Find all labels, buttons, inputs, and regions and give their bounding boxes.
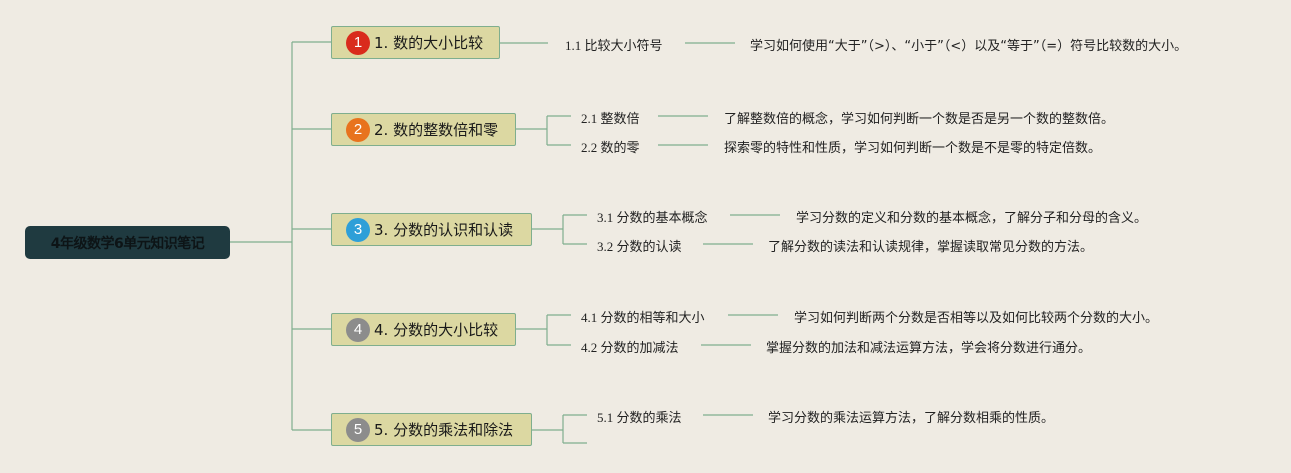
branch-label: 1. 数的大小比较 [374,34,484,52]
branch-topic-4[interactable]: 4 4. 分数的大小比较 [331,313,516,346]
root-topic[interactable]: 4年级数学6单元知识笔记 [25,226,230,259]
description-2-1[interactable]: 了解整数倍的概念，学习如何判断一个数是否是另一个数的整数倍。 [724,112,1115,127]
number-badge-icon: 1 [346,30,370,55]
fork-3 [532,214,587,245]
branch-label: 5. 分数的乘法和除法 [374,421,514,439]
number-badge-icon: 4 [346,317,370,342]
fork-2 [516,115,571,146]
branch-label: 4. 分数的大小比较 [374,321,499,339]
number-badge-icon: 3 [346,217,370,242]
branch-label: 2. 数的整数倍和零 [374,121,499,139]
description-2-2[interactable]: 探索零的特性和性质，学习如何判断一个数是不是零的特定倍数。 [724,141,1102,156]
subtopic-1-1[interactable]: 1.1 比较大小符号 [565,38,663,53]
description-3-1[interactable]: 学习分数的定义和分数的基本概念，了解分子和分母的含义。 [796,211,1148,226]
branch-topic-1[interactable]: 1 1. 数的大小比较 [331,26,500,59]
subtopic-5-1[interactable]: 5.1 分数的乘法 [597,410,682,425]
subtopic-3-2[interactable]: 3.2 分数的认读 [597,239,682,254]
subtopic-2-1[interactable]: 2.1 整数倍 [581,111,640,126]
number-badge-icon: 5 [346,417,370,442]
description-4-1[interactable]: 学习如何判断两个分数是否相等以及如何比较两个分数的大小。 [794,311,1159,326]
description-3-2[interactable]: 了解分数的读法和认读规律，掌握读取常见分数的方法。 [768,240,1094,255]
description-1-1[interactable]: 学习如何使用“大于”（>）、“小于”（<）以及“等于”（=）符号比较数的大小。 [750,39,1188,54]
description-5-1[interactable]: 学习分数的乘法运算方法，了解分数相乘的性质。 [768,411,1055,426]
number-badge-icon: 2 [346,117,370,142]
branch-topic-3[interactable]: 3 3. 分数的认识和认读 [331,213,532,246]
subtopic-4-2[interactable]: 4.2 分数的加减法 [581,340,679,355]
fork-4 [516,314,571,346]
branch-label: 3. 分数的认识和认读 [374,221,514,239]
subtopic-3-1[interactable]: 3.1 分数的基本概念 [597,210,708,225]
description-4-2[interactable]: 掌握分数的加法和减法运算方法，学会将分数进行通分。 [766,341,1092,356]
fork-5 [532,414,587,444]
branch-topic-2[interactable]: 2 2. 数的整数倍和零 [331,113,516,146]
subtopic-4-1[interactable]: 4.1 分数的相等和大小 [581,310,705,325]
subtopic-2-2[interactable]: 2.2 数的零 [581,140,640,155]
root-title: 4年级数学6单元知识笔记 [50,235,205,252]
branch-topic-5[interactable]: 5 5. 分数的乘法和除法 [331,413,532,446]
